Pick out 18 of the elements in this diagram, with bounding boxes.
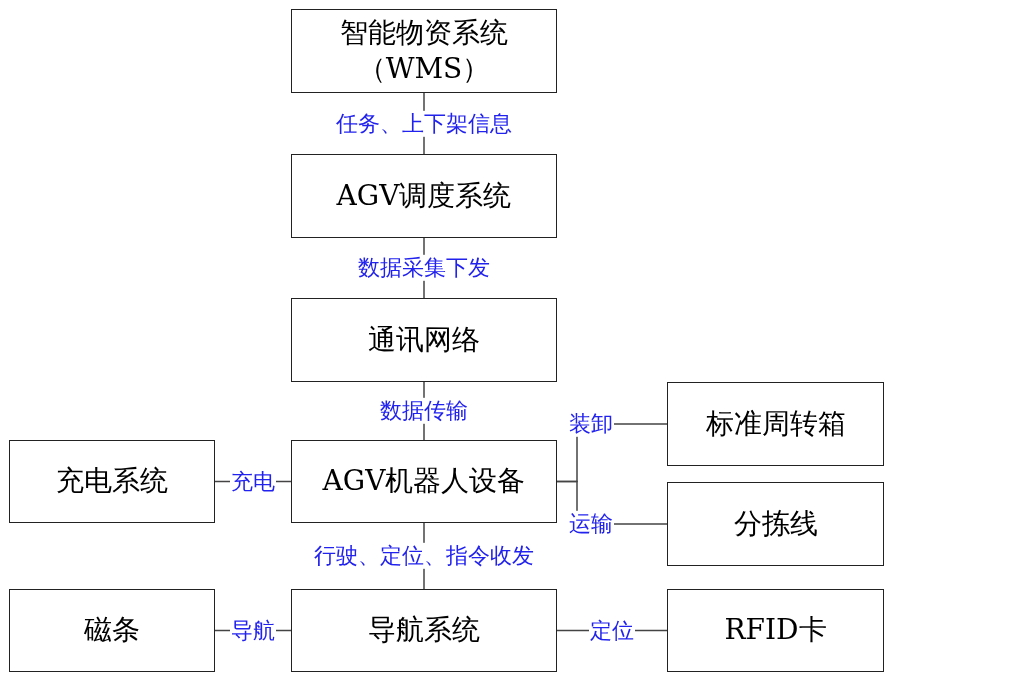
edge-label: 数据传输 [379,397,469,425]
edge-label: 定位 [589,617,635,644]
edge-label: 行驶、定位、指令收发 [313,542,535,570]
process-box: 充电系统 [9,440,215,523]
edge-label: 数据采集下发 [357,254,491,282]
process-box: AGV调度系统 [291,154,557,238]
process-box: 磁条 [9,589,215,672]
process-box: RFID卡 [667,589,884,672]
process-box: 分拣线 [667,482,884,566]
process-box: 标准周转箱 [667,382,884,466]
process-box: 智能物资系统（WMS） [291,9,557,93]
process-box: AGV机器人设备 [291,440,557,523]
process-box: 导航系统 [291,589,557,672]
edge-label: 充电 [230,468,276,495]
edge-label: 导航 [230,617,276,644]
edge-label: 装卸 [568,410,614,438]
edge-label: 任务、上下架信息 [335,110,513,137]
process-box: 通讯网络 [291,298,557,382]
